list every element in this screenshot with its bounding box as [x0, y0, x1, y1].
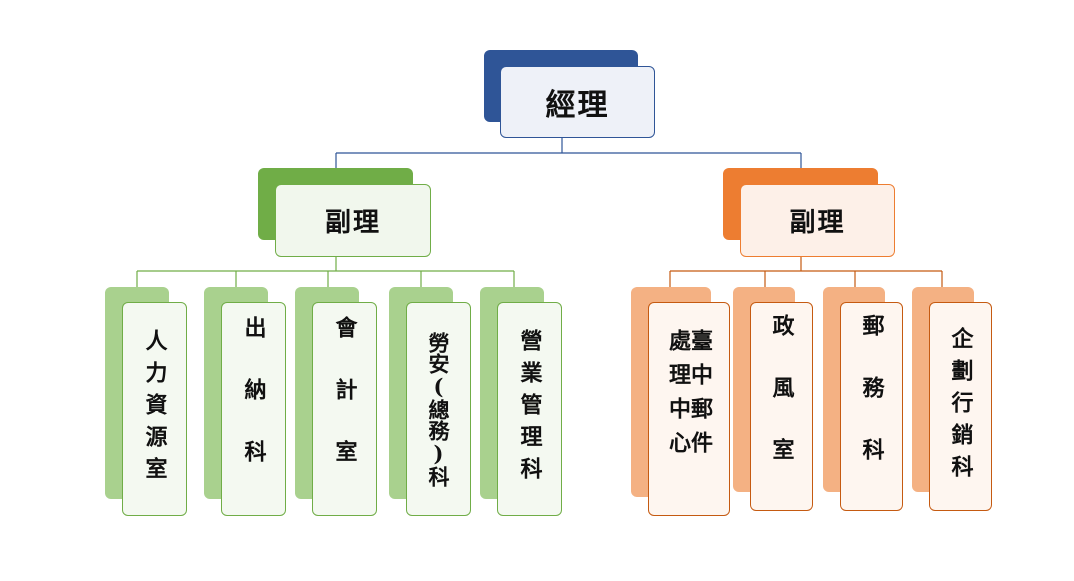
unit-business-mgmt-card: 營業管理科 — [497, 302, 562, 516]
unit-accounting-card: 會計室 — [312, 302, 377, 516]
root-node-label: 經理 — [545, 88, 610, 123]
unit-planning-marketing-label: 企劃行銷科 — [947, 326, 974, 487]
unit-cashier-label: 出納科 — [240, 316, 267, 502]
unit-labor-safety-card: 勞安(總務)科 — [406, 302, 471, 516]
branch-left-card: 副理 — [275, 184, 431, 257]
unit-postal-affairs-label: 郵務科 — [858, 313, 885, 500]
unit-hr-label: 人力資源室 — [141, 329, 168, 489]
unit-cashier-card: 出納科 — [221, 302, 286, 516]
root-node-card: 經理 — [500, 66, 655, 138]
unit-mail-center-card: 臺中郵件處理中心 — [648, 302, 730, 516]
branch-right-card: 副理 — [740, 184, 895, 257]
unit-postal-affairs-card: 郵務科 — [840, 302, 903, 511]
branch-left-label: 副理 — [324, 208, 381, 238]
branch-right-label: 副理 — [789, 208, 846, 238]
unit-planning-marketing-card: 企劃行銷科 — [929, 302, 992, 511]
unit-labor-safety-label: 勞安(總務)科 — [426, 331, 451, 487]
unit-accounting-label: 會計室 — [331, 316, 358, 502]
unit-hr-card: 人力資源室 — [122, 302, 187, 516]
unit-ethics-card: 政風室 — [750, 302, 813, 511]
unit-mail-center-label: 臺中郵件處理中心 — [665, 329, 713, 465]
unit-ethics-label: 政風室 — [768, 313, 795, 500]
unit-business-mgmt-label: 營業管理科 — [516, 329, 543, 489]
